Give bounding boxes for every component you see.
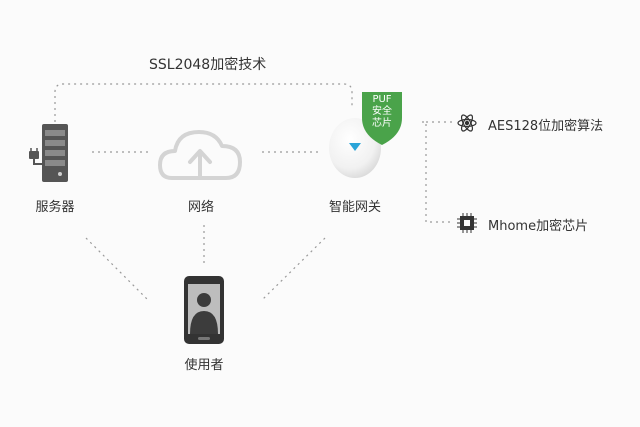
ssl-link-label: SSL2048加密技术: [149, 57, 267, 73]
gateway-label: 智能网关: [328, 200, 382, 215]
badge-line-2: 安全: [372, 106, 392, 117]
server-label: 服务器: [35, 200, 75, 215]
network-label: 网络: [187, 200, 215, 215]
chip-icon: [457, 213, 477, 233]
server-icon: [29, 124, 68, 182]
gateway-user-line: [261, 237, 326, 301]
badge-line-3: 芯片: [372, 118, 392, 129]
badge-line-1: PUF: [372, 94, 392, 105]
ssl-link-line: [54, 83, 353, 122]
atom-icon: [457, 114, 477, 132]
cloud-upload-icon: [158, 130, 242, 180]
puf-chip-shield-icon: [362, 92, 402, 145]
puf-chip-badge-text: PUF 安全 芯片: [363, 94, 401, 130]
feature-chip-label: Mhome加密芯片: [488, 219, 589, 234]
smartphone-icon: [184, 276, 224, 344]
gateway-features-bracket: [422, 121, 452, 223]
feature-aes-label: AES128位加密算法: [488, 119, 604, 134]
gateway-logo-icon: [349, 143, 361, 151]
user-label: 使用者: [184, 358, 224, 373]
server-user-line: [85, 237, 149, 301]
